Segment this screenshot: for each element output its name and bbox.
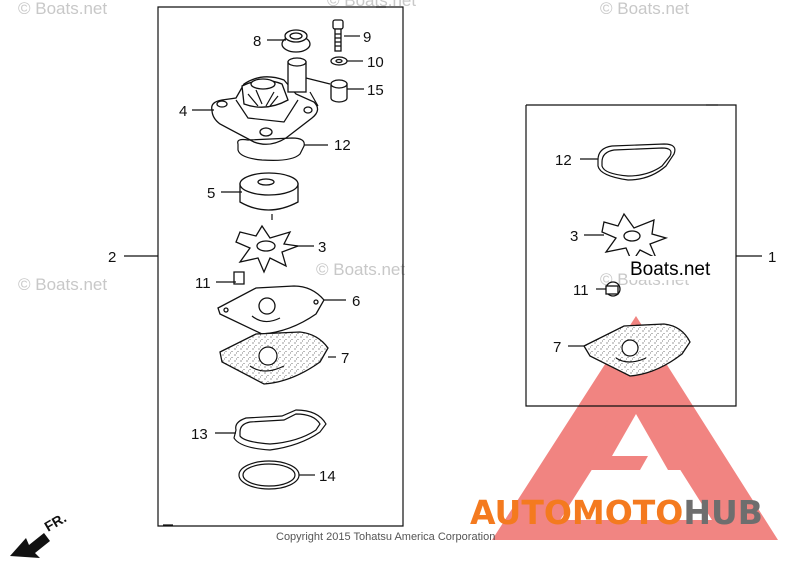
callout-4: 4 xyxy=(179,103,187,120)
key-part-11-right xyxy=(605,281,621,297)
o-ring-part-14 xyxy=(238,460,300,490)
collar-part-15 xyxy=(330,79,348,103)
pump-housing-part-4 xyxy=(211,57,331,145)
watermark-top-center: © Boats.net xyxy=(327,0,416,10)
copyright-text: Copyright 2015 Tohatsu America Corporati… xyxy=(276,531,495,543)
front-direction-indicator: FR. xyxy=(10,509,69,558)
front-arrow-icon xyxy=(10,533,50,558)
o-ring-part-12-right xyxy=(597,143,676,181)
callout-1: 1 xyxy=(768,249,776,266)
callout-11-left: 11 xyxy=(195,275,211,292)
gasket-part-13 xyxy=(233,409,327,451)
grommet-part-8 xyxy=(281,29,311,53)
watermark-top-left: © Boats.net xyxy=(18,0,107,18)
callout-6: 6 xyxy=(352,293,360,310)
callout-11-right: 11 xyxy=(573,282,589,299)
callout-3-right: 3 xyxy=(570,228,578,245)
automotohub-triangle-logo xyxy=(492,316,778,540)
callout-10: 10 xyxy=(367,54,384,71)
frame-tick-left xyxy=(163,6,386,526)
bolt-part-9 xyxy=(332,19,344,52)
kit-frame-left xyxy=(157,6,404,527)
callout-8: 8 xyxy=(253,33,261,50)
boats-net-stamp: Boats.net xyxy=(628,256,728,280)
watermark-mid-center: © Boats.net xyxy=(316,260,405,279)
brand-part-hub: HUB xyxy=(683,493,763,532)
pump-insert-part-5 xyxy=(239,172,299,220)
leader-lines xyxy=(124,35,762,476)
callout-2: 2 xyxy=(108,249,116,266)
wear-plate-part-6 xyxy=(217,285,325,335)
callout-14: 14 xyxy=(319,468,336,485)
callout-9: 9 xyxy=(363,29,371,46)
impeller-part-3-right xyxy=(601,212,669,264)
callout-12-right: 12 xyxy=(555,152,572,169)
callout-7-left: 7 xyxy=(341,350,349,367)
automotohub-wordmark: AUTOMOTOHUB xyxy=(470,493,763,532)
washer-part-10 xyxy=(330,56,348,66)
brand-part-moto: MOTO xyxy=(572,493,683,532)
gasket-part-7-right xyxy=(583,323,691,377)
callout-15: 15 xyxy=(367,82,384,99)
callout-5: 5 xyxy=(207,185,215,202)
gasket-part-7-left xyxy=(219,331,329,385)
callout-13: 13 xyxy=(191,426,208,443)
watermark-mid-left: © Boats.net xyxy=(18,275,107,294)
key-part-11-left xyxy=(233,271,245,285)
callout-3-left: 3 xyxy=(318,239,326,256)
callout-7-right: 7 xyxy=(553,339,561,356)
boats-net-stamp-text: Boats.net xyxy=(630,259,711,280)
callout-numbers: 8 9 10 15 4 12 5 3 11 6 7 13 14 2 12 3 1… xyxy=(108,29,776,485)
brand-part-auto: AUTO xyxy=(470,493,572,532)
callout-12-left: 12 xyxy=(334,137,351,154)
watermark-top-right: © Boats.net xyxy=(600,0,689,18)
o-ring-part-12-left xyxy=(237,137,305,161)
front-label: FR. xyxy=(42,509,70,534)
watermarks: © Boats.net © Boats.net © Boats.net © Bo… xyxy=(18,0,689,294)
kit-frame-right xyxy=(525,104,737,407)
impeller-part-3-left xyxy=(235,224,299,274)
